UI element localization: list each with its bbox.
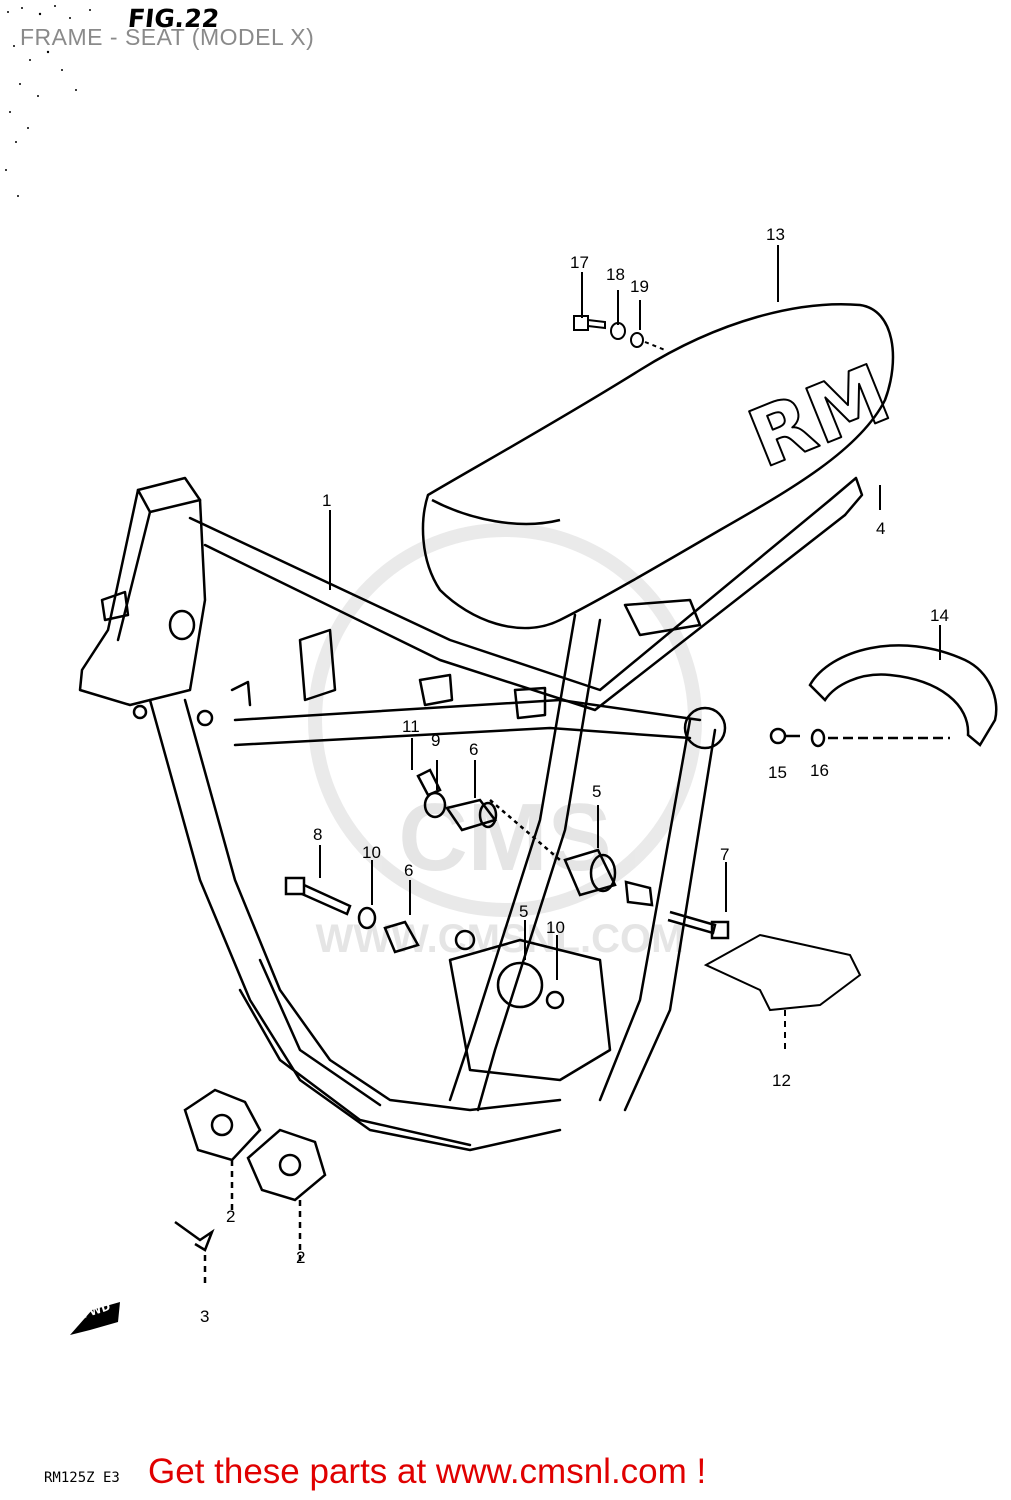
callout-2: 2 bbox=[226, 1207, 235, 1226]
callout-2: 2 bbox=[296, 1248, 305, 1267]
seat-logo: RM bbox=[736, 347, 902, 486]
callout-11: 11 bbox=[402, 717, 420, 736]
callout-17: 17 bbox=[570, 253, 589, 272]
engine-mount-parts bbox=[284, 768, 730, 954]
callout-16: 16 bbox=[810, 761, 829, 780]
callout-10: 10 bbox=[362, 843, 381, 862]
callout-4: 4 bbox=[876, 519, 885, 538]
callout-6: 6 bbox=[469, 740, 478, 759]
callout-12: 12 bbox=[772, 1071, 791, 1090]
callout-18: 18 bbox=[606, 265, 625, 284]
lower-brackets bbox=[174, 1088, 327, 1285]
skid-plate bbox=[703, 933, 862, 1050]
callout-5: 5 bbox=[592, 782, 601, 801]
callout-3: 3 bbox=[200, 1307, 209, 1326]
promo-link[interactable]: Get these parts at www.cmsnl.com ! bbox=[148, 1452, 707, 1491]
scan-speckle bbox=[5, 5, 91, 197]
callout-13: 13 bbox=[766, 225, 785, 244]
leader-lines bbox=[319, 245, 941, 980]
callout-19: 19 bbox=[630, 277, 649, 296]
callout-9: 9 bbox=[431, 731, 440, 750]
callout-6: 6 bbox=[404, 861, 413, 880]
watermark-brand: CMS bbox=[398, 784, 611, 891]
callout-14: 14 bbox=[930, 606, 949, 625]
page-title: FRAME - SEAT (MODEL X) bbox=[20, 24, 315, 50]
callout-15: 15 bbox=[768, 763, 787, 782]
seat-bolt-set bbox=[573, 315, 666, 351]
callout-8: 8 bbox=[313, 825, 322, 844]
grab-handle bbox=[769, 644, 998, 748]
callout-1: 1 bbox=[322, 491, 331, 510]
model-code: RM125Z E3 bbox=[44, 1470, 120, 1486]
callout-5: 5 bbox=[519, 902, 528, 921]
seat: RM bbox=[421, 303, 903, 630]
callout-numbers: 1 2 2 3 4 5 5 6 6 7 8 9 10 10 11 12 13 1… bbox=[200, 225, 949, 1326]
frame bbox=[78, 476, 864, 1152]
callout-10: 10 bbox=[546, 918, 565, 937]
fwd-arrow-icon: FWD bbox=[70, 1300, 120, 1335]
watermark-url: WWW.CMSNL.COM bbox=[316, 917, 685, 961]
callout-7: 7 bbox=[720, 845, 729, 864]
